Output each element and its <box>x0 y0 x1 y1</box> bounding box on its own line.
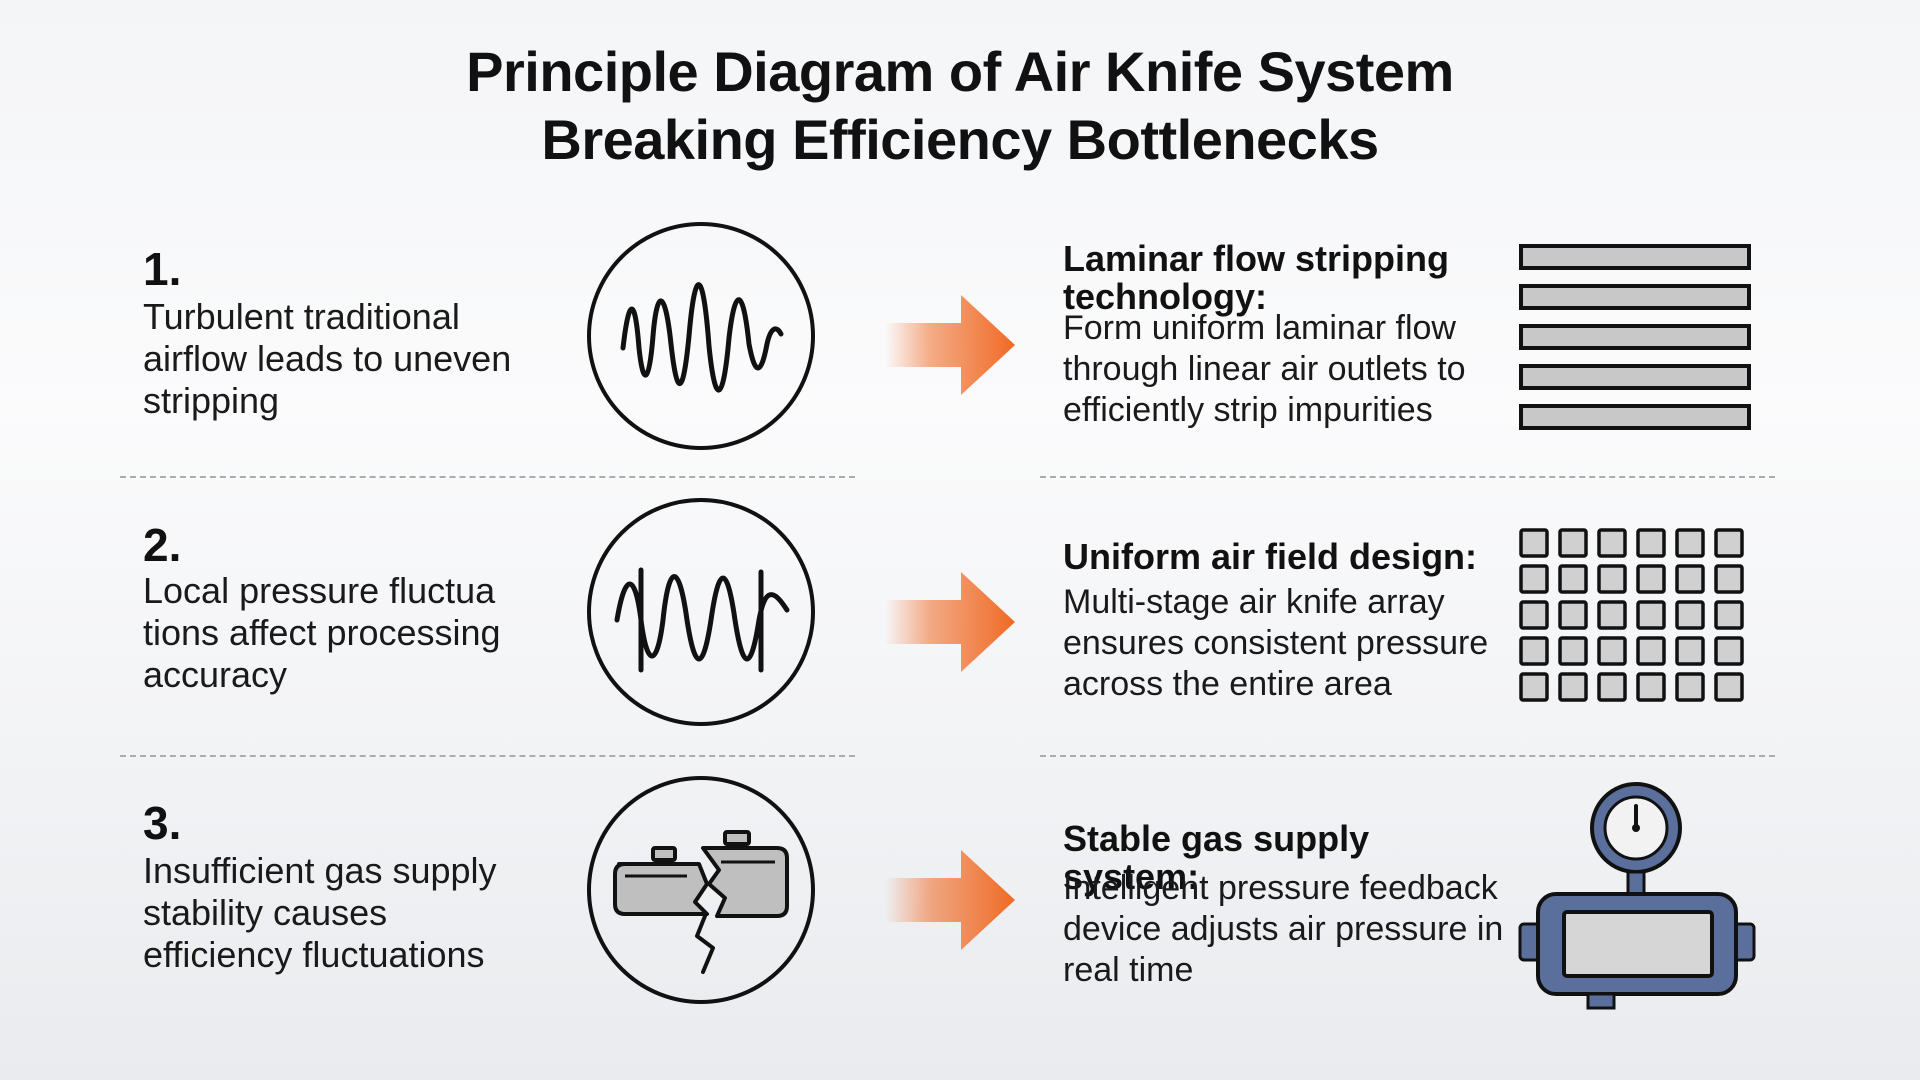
row-2-solution-title: Uniform air field design: <box>1063 536 1478 577</box>
row-1-number: 1. <box>143 243 182 295</box>
grid-array-icon <box>1519 528 1744 702</box>
divider-left-1 <box>120 476 855 478</box>
title-line-1: Principle Diagram of Air Knife System <box>466 40 1454 103</box>
pressure-gauge-device-icon <box>1518 782 1756 1010</box>
row-1-solution-title: Laminar flow stripping technology: <box>1063 238 1450 317</box>
turbulent-wave-icon <box>587 222 815 450</box>
row-1-solution-text: Form uniform laminar flow through linear… <box>1063 309 1466 429</box>
broken-tank-icon <box>587 776 815 1004</box>
arrow-right-icon <box>885 295 1015 395</box>
arrow-right-icon <box>885 850 1015 950</box>
row-2-problem-text: Local pressure fluctua tions affect proc… <box>143 570 501 695</box>
row-2-solution-text: Multi-stage air knife array ensures cons… <box>1063 583 1489 703</box>
row-3-solution-text: Intelligent pressure feedback device adj… <box>1063 869 1504 989</box>
row-3: 3. Insufficient gas supply stability cau… <box>0 776 1920 1056</box>
row-1-problem-text: Turbulent traditional airflow leads to u… <box>143 296 512 421</box>
page-title: Principle Diagram of Air Knife System Br… <box>0 38 1920 174</box>
pressure-fluctuation-icon <box>587 498 815 726</box>
row-3-solution-title: Stable gas supply system: <box>1063 818 1370 897</box>
divider-right-2 <box>1040 755 1775 757</box>
row-2: 2. Local pressure fluctua tions affect p… <box>0 498 1920 778</box>
title-line-2: Breaking Efficiency Bottlenecks <box>541 108 1379 171</box>
row-2-number: 2. <box>143 519 182 571</box>
divider-right-1 <box>1040 476 1775 478</box>
row-3-number: 3. <box>143 797 182 849</box>
row-3-problem-text: Insufficient gas supply stability causes… <box>143 850 497 975</box>
arrow-right-icon <box>885 572 1015 672</box>
row-1: 1. Turbulent traditional airflow leads t… <box>0 220 1920 500</box>
laminar-lines-icon <box>1519 244 1751 430</box>
divider-left-2 <box>120 755 855 757</box>
